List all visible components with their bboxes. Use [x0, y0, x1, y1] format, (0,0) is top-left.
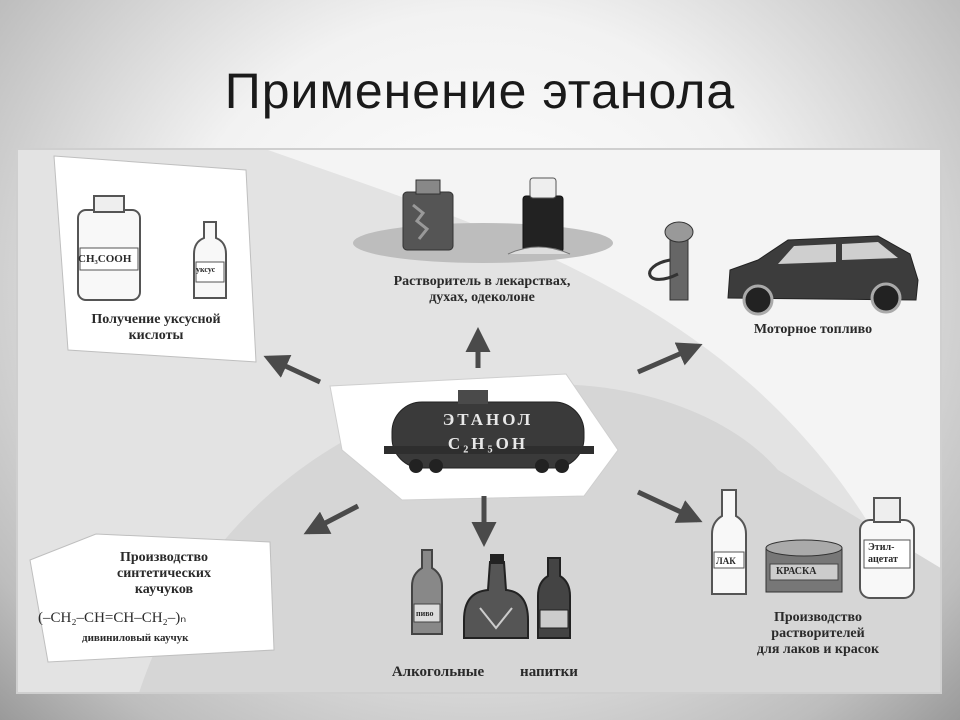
car-icon — [727, 235, 919, 316]
wine-bottle-icon — [537, 557, 571, 639]
solvents-label-line2: растворителей — [771, 626, 865, 641]
rubber-label-line2: синтетических — [116, 566, 211, 581]
acetic-label: Получение уксусной кислоты — [66, 312, 246, 344]
paint-can-label: КРАСКА — [776, 566, 817, 577]
ethyl-acetate-label-line2: ацетат — [868, 554, 898, 565]
background-band-inner — [139, 384, 940, 692]
drinks-label-word2: напитки — [520, 664, 578, 680]
beer-bottle-icon — [411, 549, 443, 635]
diagram-panel: CH₃COOH уксус Получение уксусной кислоты… — [16, 148, 942, 694]
tank-ethanol-label: ЭТАНОЛ — [442, 410, 534, 429]
solvents-label-line3: для лаков и красок — [756, 642, 880, 657]
rubber-panel — [29, 533, 275, 663]
lacquer-bottle-icon — [711, 489, 747, 595]
arrow-to-fuel — [637, 342, 703, 375]
acetic-label-line1: Получение уксусной — [91, 312, 221, 327]
ethyl-acetate-bottle-icon — [859, 497, 915, 599]
medicine-label-line1: Растворитель в лекарствах, — [393, 274, 571, 289]
vinegar-bottle-label: уксус — [196, 265, 216, 274]
rubber-label-line3: каучуков — [134, 582, 194, 597]
tank-formula-label: C₂H₅OH — [447, 434, 529, 453]
solvents-label-line1: Производство — [773, 610, 863, 625]
acetic-bottle-label: CH₃COOH — [78, 253, 132, 265]
diagram-artwork — [18, 150, 940, 692]
arrows — [263, 327, 703, 547]
rubber-label: Производство синтетических каучуков — [74, 550, 254, 598]
vinegar-bottle-icon — [193, 221, 227, 299]
rubber-formula-caption: дивиниловый каучук — [82, 632, 189, 644]
tank-car-icon — [384, 390, 594, 473]
rubber-label-line1: Производство — [119, 550, 209, 565]
lacquer-bottle-label: ЛАК — [716, 556, 736, 566]
acetic-label-line2: кислоты — [128, 328, 184, 343]
medicine-label-line2: духах, одеколоне — [429, 290, 535, 305]
arrow-to-rubber — [303, 503, 360, 535]
fuel-pump-icon — [648, 221, 694, 301]
perfume-bottle-icon — [402, 179, 454, 251]
arrow-to-acetic — [263, 355, 322, 385]
rubber-formula: (–CH₂–CH=CH–CH₂–)ₙ — [38, 610, 187, 626]
medicine-table — [353, 223, 613, 263]
cognac-bottle-icon — [463, 554, 529, 639]
paint-can-icon — [765, 539, 843, 593]
page-title: Применение этанола — [224, 63, 736, 119]
beer-bottle-label: пиво — [416, 609, 434, 618]
solvents-label: Производство растворителей для лаков и к… — [718, 610, 918, 658]
drinks-label-word1: Алкогольные — [391, 664, 485, 680]
medicine-label: Растворитель в лекарствах, духах, одекол… — [342, 274, 622, 306]
cologne-bottle-icon — [507, 177, 571, 255]
ethyl-acetate-label-line1: Этил- — [868, 542, 895, 553]
acetic-acid-bottle-icon — [77, 195, 141, 301]
fuel-label: Моторное топливо — [753, 322, 873, 337]
arrow-to-solvents — [636, 489, 703, 523]
